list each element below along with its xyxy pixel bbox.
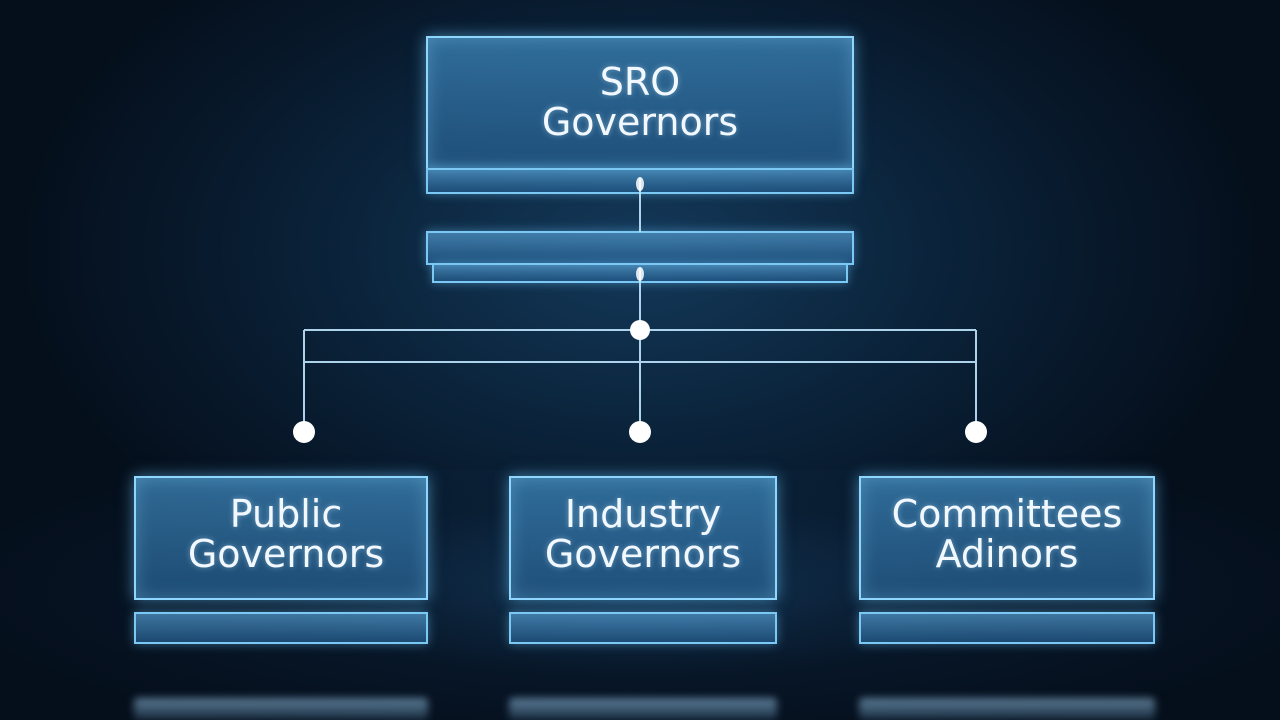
connector-end-industry xyxy=(629,421,651,443)
node-public-governors-line2: Governors xyxy=(187,532,385,576)
node-public-governors xyxy=(134,476,428,600)
connector-end-public xyxy=(293,421,315,443)
node-public-governors-base xyxy=(134,612,428,644)
node-committees-adinors xyxy=(859,476,1155,600)
node-industry-governors-base xyxy=(509,612,777,644)
node-sro-governors-label: SRO Governors xyxy=(426,62,854,142)
node-industry-governors-label: Industry Governors xyxy=(509,494,777,574)
node-committees-adinors-label: Committees Adinors xyxy=(859,494,1155,574)
node-sro-governors-line1: SRO xyxy=(599,60,681,104)
node-committees-adinors-base xyxy=(859,612,1155,644)
connector-junction xyxy=(630,320,650,340)
node-industry-governors xyxy=(509,476,777,600)
reflection-committees xyxy=(859,698,1155,720)
node-industry-governors-line2: Governors xyxy=(544,532,742,576)
node-committees-adinors-line2: Adinors xyxy=(935,532,1079,576)
connector-node-top xyxy=(636,177,644,191)
node-sro-governors-line2: Governors xyxy=(541,100,739,144)
node-industry-governors-line1: Industry xyxy=(564,492,722,536)
connector-end-committees xyxy=(965,421,987,443)
node-committees-adinors-line1: Committees xyxy=(891,492,1123,536)
reflection-industry xyxy=(509,698,777,720)
node-public-governors-label: Public Governors xyxy=(134,494,438,574)
reflection-public xyxy=(134,698,428,720)
connector-node-mid xyxy=(636,267,644,281)
node-sro-governors xyxy=(426,36,854,170)
node-public-governors-line1: Public xyxy=(229,492,343,536)
